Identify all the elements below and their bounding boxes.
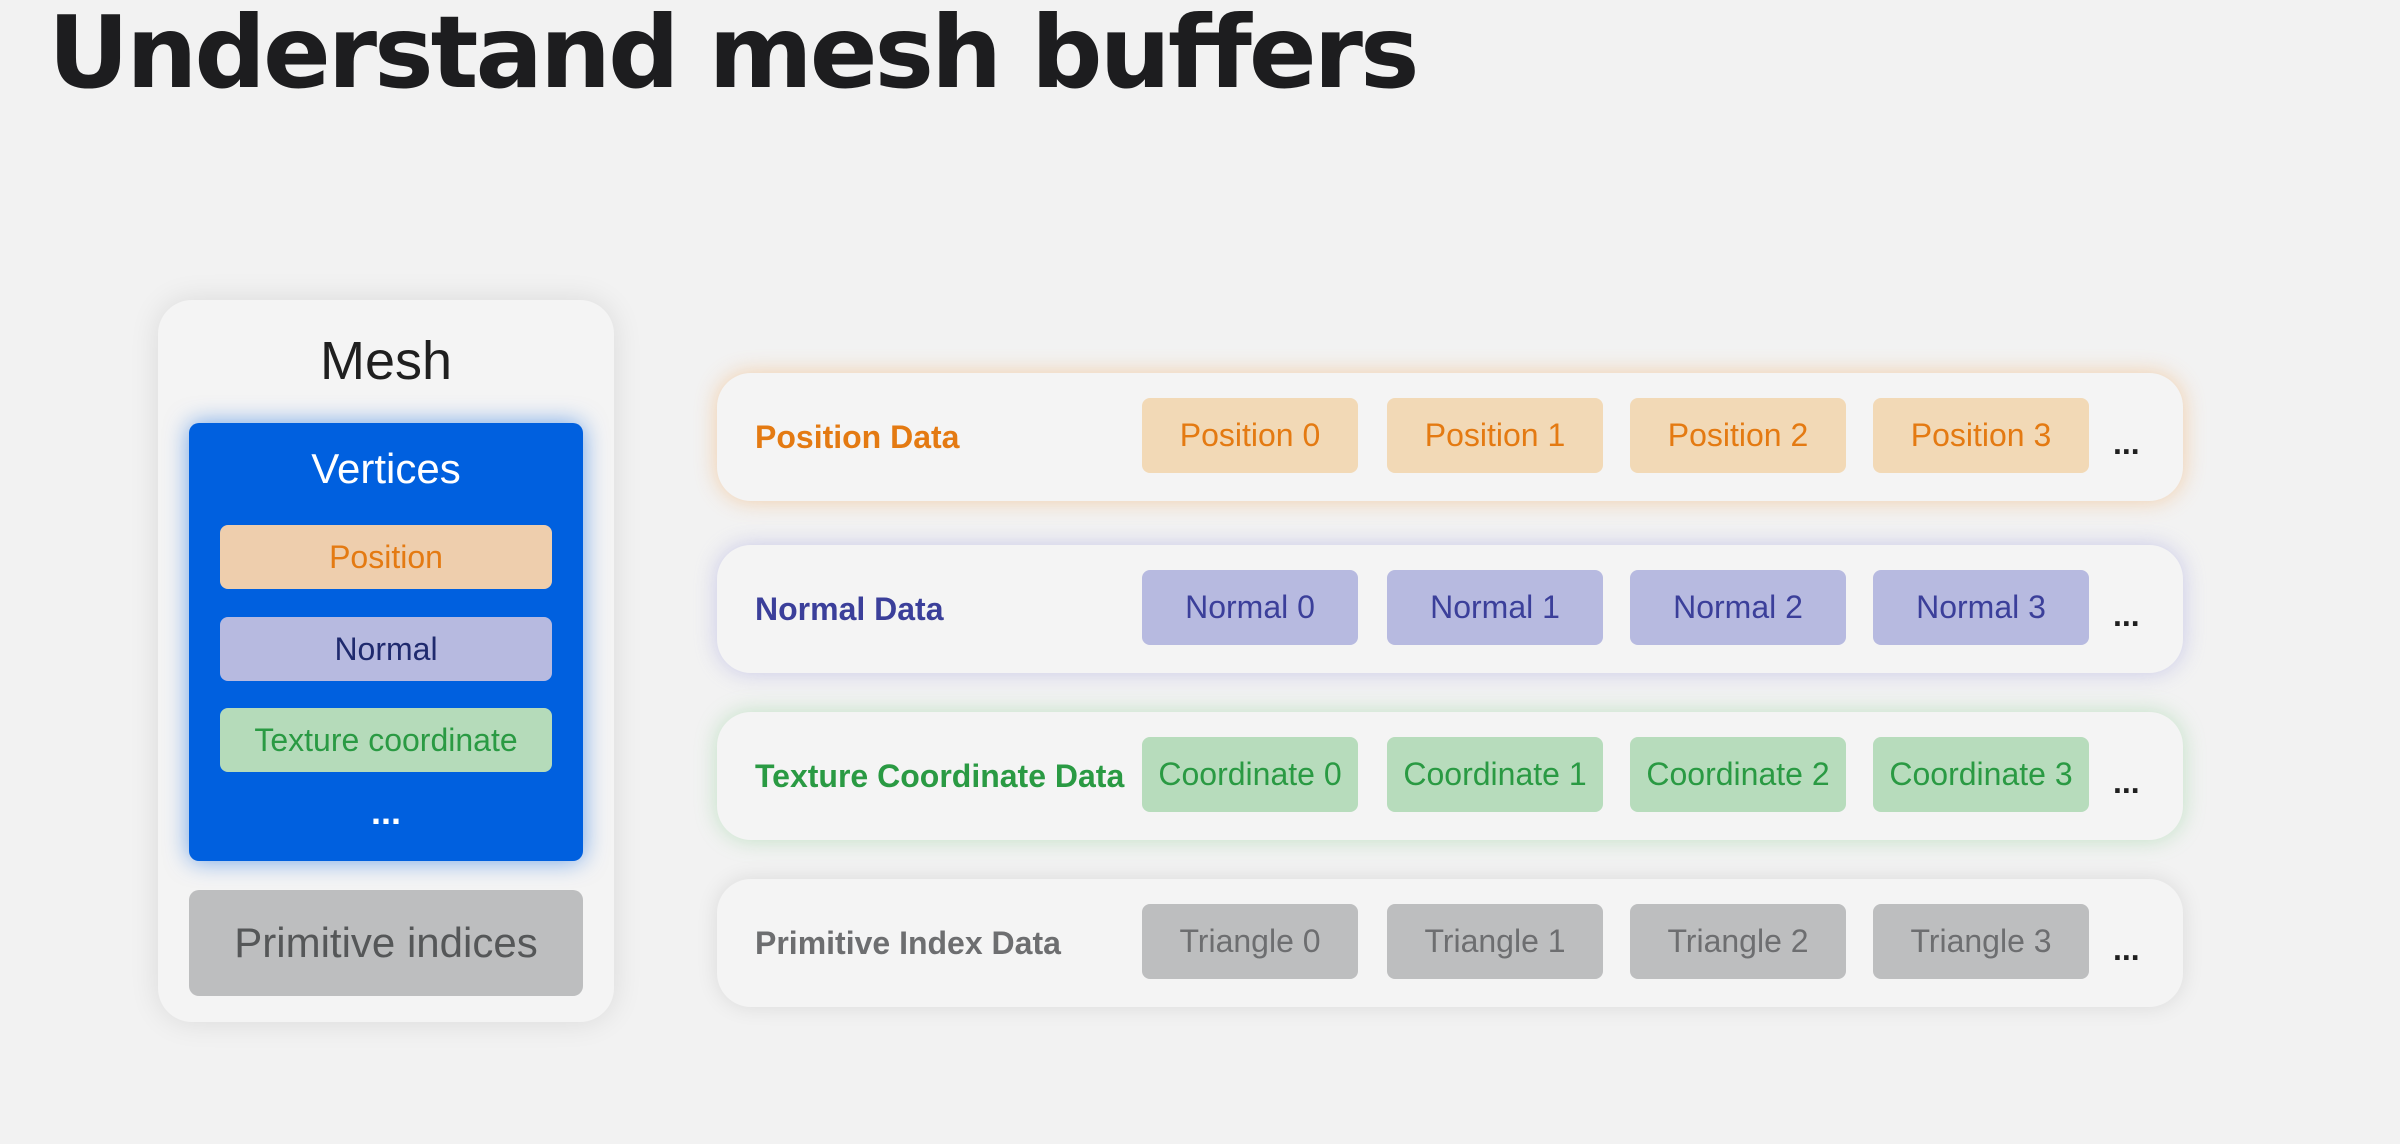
data-cell: Position 2 [1630,398,1846,473]
data-cell: Coordinate 1 [1387,737,1603,812]
row-ellipsis: ... [2113,931,2140,967]
row-ellipsis: ... [2113,425,2140,461]
data-cell: Position 1 [1387,398,1603,473]
data-cell: Triangle 3 [1873,904,2089,979]
row-label: Texture Coordinate Data [755,757,1125,794]
normal-attribute: Normal [220,617,552,681]
position-attribute: Position [220,525,552,589]
primitive-index-data-row: Primitive Index Data Triangle 0 Triangle… [717,879,2183,1007]
position-data-row: Position Data Position 0 Position 1 Posi… [717,373,2183,501]
row-label: Position Data [755,418,960,455]
mesh-card: Mesh Vertices Position Normal Texture co… [158,300,614,1022]
row-label: Normal Data [755,590,944,627]
data-cell: Triangle 1 [1387,904,1603,979]
row-label: Primitive Index Data [755,924,1061,961]
data-cell: Coordinate 3 [1873,737,2089,812]
data-cell: Normal 0 [1142,570,1358,645]
vertices-box: Vertices Position Normal Texture coordin… [189,423,583,861]
row-ellipsis: ... [2113,764,2140,800]
data-cell: Position 0 [1142,398,1358,473]
row-ellipsis: ... [2113,597,2140,633]
normal-data-row: Normal Data Normal 0 Normal 1 Normal 2 N… [717,545,2183,673]
page-title: Understand mesh buffers [48,0,1419,111]
data-cell: Normal 1 [1387,570,1603,645]
mesh-title: Mesh [319,331,453,391]
vertices-ellipsis: ... [370,791,401,832]
texture-coordinate-attribute: Texture coordinate [220,708,552,772]
data-cell: Triangle 2 [1630,904,1846,979]
data-cell: Normal 3 [1873,570,2089,645]
primitive-indices-box: Primitive indices [189,890,583,996]
data-cell: Triangle 0 [1142,904,1358,979]
vertices-title: Vertices [311,445,461,492]
data-cell: Position 3 [1873,398,2089,473]
data-cell: Coordinate 2 [1630,737,1846,812]
data-cell: Coordinate 0 [1142,737,1358,812]
texture-coordinate-data-row: Texture Coordinate Data Coordinate 0 Coo… [717,712,2183,840]
data-cell: Normal 2 [1630,570,1846,645]
